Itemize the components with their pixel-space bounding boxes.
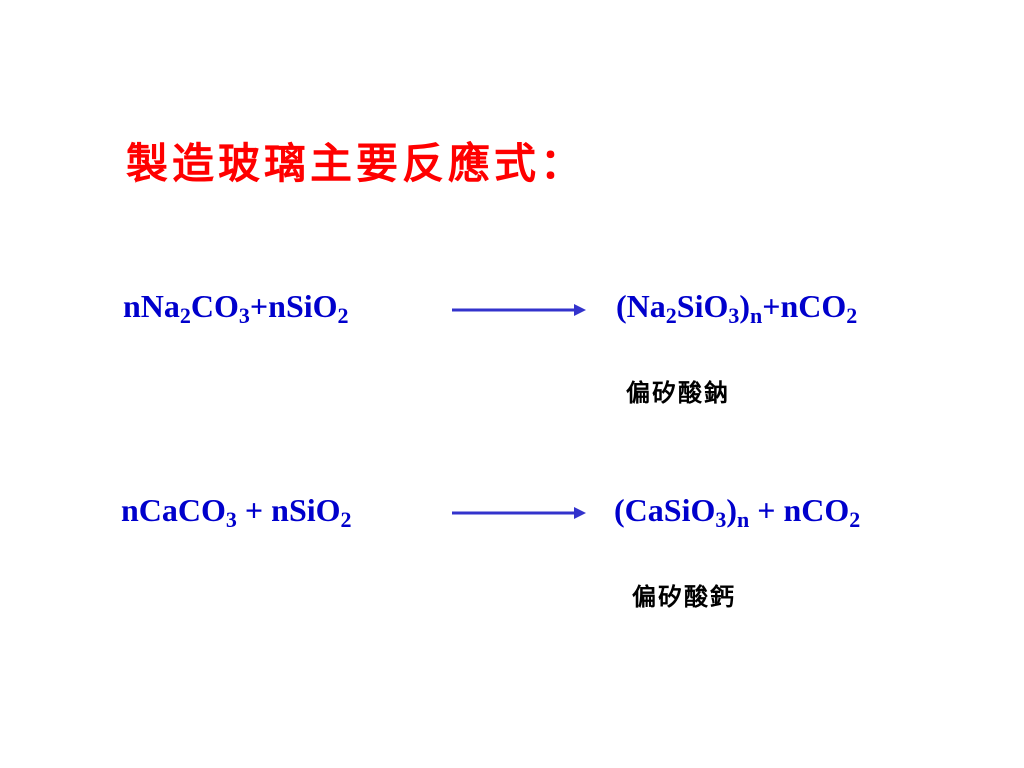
- formula-subscript: 2: [849, 507, 861, 532]
- formula-text: CO: [190, 288, 239, 324]
- reaction-1-reactants: nNa2CO3+nSiO2: [123, 288, 349, 328]
- formula-subscript: 3: [715, 507, 727, 532]
- formula-text: nNa: [123, 288, 180, 324]
- reaction-2-products: (CaSiO3)n + nCO2: [614, 492, 861, 532]
- formula-subscript: 2: [337, 303, 349, 328]
- formula-subscript: 2: [179, 303, 191, 328]
- formula-text: ): [739, 288, 750, 324]
- formula-subscript: 3: [225, 507, 237, 532]
- reaction-2-arrow: [452, 507, 586, 519]
- formula-text: (CaSiO: [614, 492, 716, 528]
- slide-title: 製造玻璃主要反應式：: [126, 139, 587, 188]
- formula-text: (Na: [616, 288, 666, 324]
- formula-text: + nCO: [749, 492, 850, 528]
- formula-text: +nCO: [762, 288, 847, 324]
- formula-subscript: 3: [728, 303, 740, 328]
- formula-text: SiO: [676, 288, 729, 324]
- formula-subscript: 2: [665, 303, 677, 328]
- formula-subscript: n: [737, 507, 750, 532]
- formula-text: nCaCO: [121, 492, 226, 528]
- reaction-2-product-name: 偏矽酸鈣: [632, 583, 736, 611]
- reaction-1-arrow: [452, 304, 586, 316]
- reaction-1-product-name: 偏矽酸鈉: [626, 379, 730, 407]
- formula-subscript: n: [750, 303, 763, 328]
- formula-subscript: 2: [340, 507, 352, 532]
- formula-text: ): [726, 492, 737, 528]
- formula-subscript: 3: [238, 303, 250, 328]
- formula-text: + nSiO: [236, 492, 341, 528]
- formula-subscript: 2: [846, 303, 858, 328]
- reaction-1-products: (Na2SiO3)n+nCO2: [616, 288, 858, 328]
- reaction-2-reactants: nCaCO3 + nSiO2: [121, 492, 352, 532]
- formula-text: +nSiO: [249, 288, 338, 324]
